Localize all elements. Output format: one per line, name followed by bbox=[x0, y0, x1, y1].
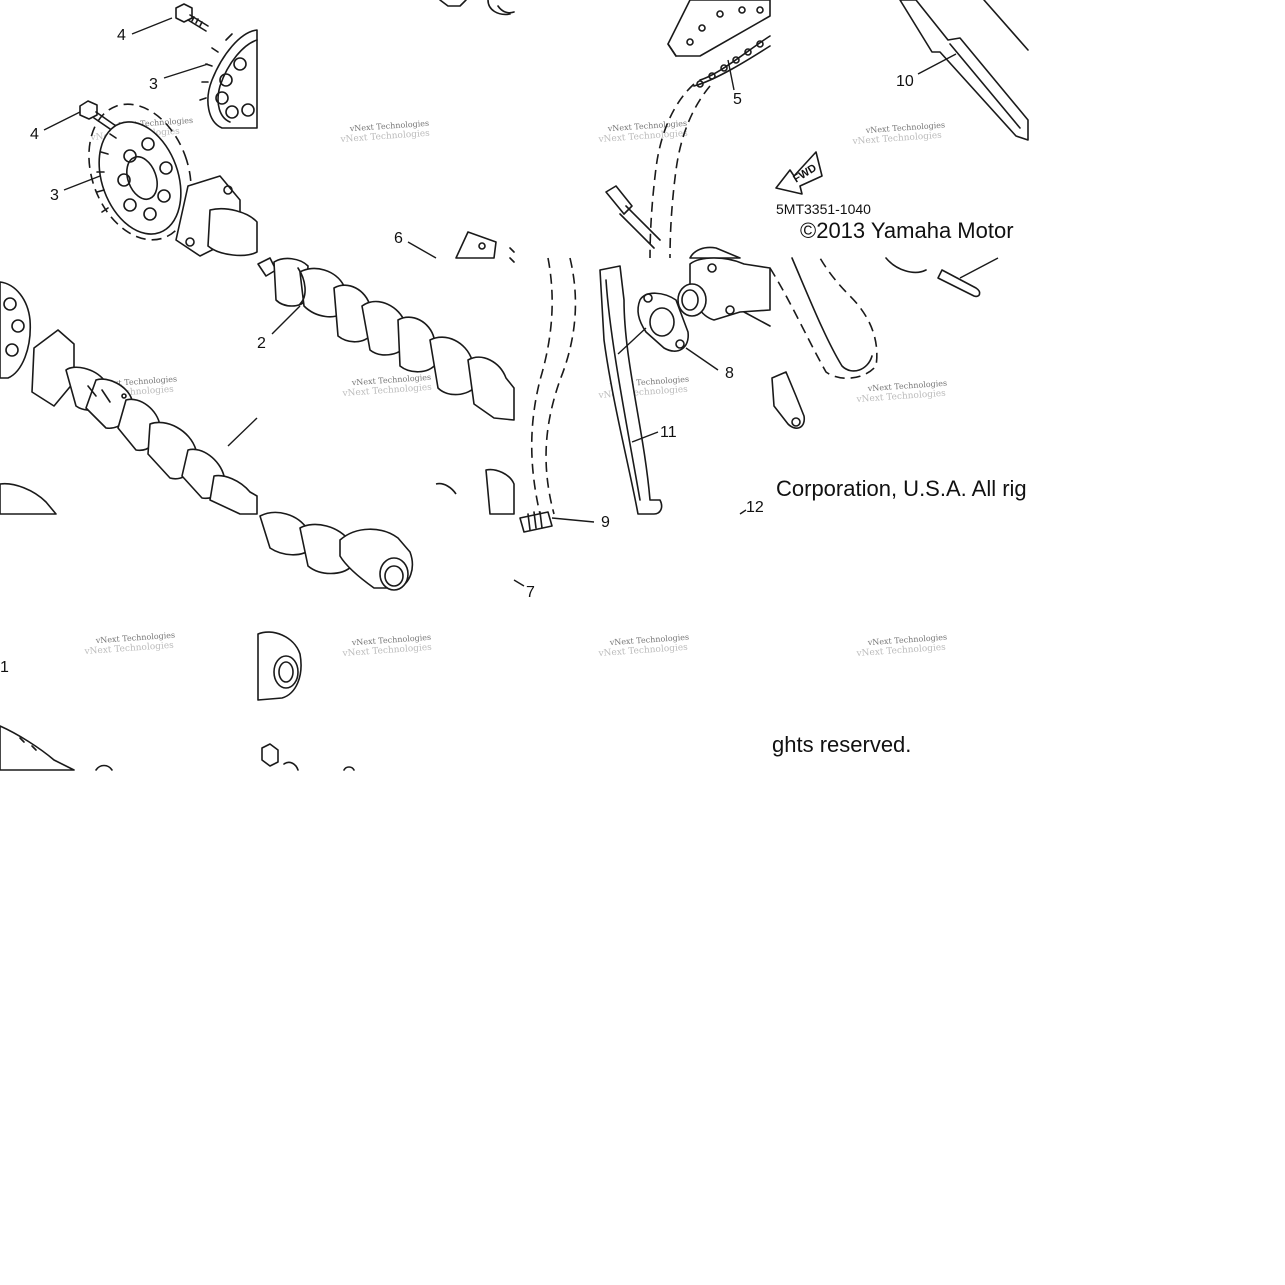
tile-lower-center-right bbox=[513, 579, 525, 587]
watermark: vNext Technologies vNext Technologies bbox=[83, 631, 175, 657]
watermark: vNext Technologies vNext Technologies bbox=[855, 379, 947, 405]
chain-tensioner-bolt bbox=[605, 185, 661, 249]
callout-8: 8 bbox=[725, 365, 734, 382]
tile-mid-right: Corporation, U.S.A. All rig bbox=[769, 257, 1027, 501]
tensioner-body-top bbox=[689, 246, 741, 259]
callout-labels: 1 2 3 3 4 4 5 6 7 8 9 10 11 12 bbox=[0, 27, 914, 676]
watermark: vNext Technologies vNext Technologies bbox=[855, 633, 947, 659]
tile-top-left bbox=[79, 3, 258, 257]
diagram-code: 5MT3351-1040 bbox=[776, 201, 871, 217]
bracket-6 bbox=[407, 231, 515, 263]
sprocket-lower bbox=[88, 103, 192, 241]
callout-11: 11 bbox=[660, 424, 677, 441]
callout-2: 2 bbox=[257, 335, 266, 352]
tile-lower-left bbox=[0, 482, 57, 515]
tile-top-center-right bbox=[605, 0, 771, 259]
copyright-line-1: ©2013 Yamaha Motor bbox=[800, 218, 1014, 243]
tile-top-center-left bbox=[439, 0, 515, 16]
copyright-line-3: ghts reserved. bbox=[772, 732, 911, 757]
callout-1: 1 bbox=[0, 659, 9, 676]
watermark: vNext Technologies vNext Technologies bbox=[341, 633, 432, 659]
cam-chain bbox=[649, 0, 771, 259]
callout-7: 7 bbox=[526, 584, 535, 601]
camshaft-exhaust bbox=[31, 329, 258, 515]
callout-3-upper: 3 bbox=[149, 76, 158, 93]
camshaft-intake bbox=[257, 257, 515, 515]
tile-mid-center-left bbox=[257, 231, 515, 515]
dowel-pin bbox=[937, 257, 999, 298]
callout-4-upper: 4 bbox=[117, 27, 126, 44]
stud-9 bbox=[519, 511, 595, 533]
tile-bottom-right: ghts reserved. bbox=[772, 732, 911, 757]
leader-lines bbox=[43, 17, 957, 191]
chain-guide-upper bbox=[899, 0, 1029, 141]
tile-mid-left bbox=[0, 281, 258, 515]
watermark: vNext Technologies vNext Technologies bbox=[851, 120, 945, 147]
chain-guide-11 bbox=[599, 265, 663, 515]
callout-3-lower: 3 bbox=[50, 187, 59, 204]
sprocket-upper bbox=[199, 29, 258, 129]
tile-mid-center-right bbox=[519, 257, 771, 533]
watermark: vNext Technologies vNext Technologies bbox=[341, 373, 432, 399]
svg-text:vNext Technologies: vNext Technologies bbox=[851, 131, 942, 147]
watermark: vNext Technologies vNext Technologies bbox=[339, 119, 430, 145]
bolt-lower bbox=[79, 100, 117, 132]
callout-5: 5 bbox=[733, 91, 742, 108]
chain-guide-lower bbox=[771, 371, 806, 429]
callout-10: 10 bbox=[896, 73, 914, 90]
callout-12: 12 bbox=[746, 499, 764, 516]
chain-tensioner bbox=[677, 257, 771, 327]
callout-9: 9 bbox=[601, 514, 610, 531]
tile-top-right: FWD 5MT3351-1040 ©2013 Yamaha Motor bbox=[775, 0, 1029, 298]
watermark: vNext Technologies vNext Technologies bbox=[597, 633, 689, 659]
tile-bottom-left bbox=[0, 725, 113, 771]
tile-bottom-center-left bbox=[257, 631, 355, 771]
bolt-upper bbox=[175, 3, 209, 32]
camshaft-flange-upper bbox=[175, 175, 258, 257]
callout-6: 6 bbox=[394, 230, 403, 247]
sprocket-edge bbox=[0, 281, 32, 379]
copyright-line-2: Corporation, U.S.A. All rig bbox=[776, 476, 1027, 501]
watermark: vNext Technologies vNext Technologies bbox=[597, 119, 688, 145]
tile-lower-center-left bbox=[259, 511, 414, 591]
gasket-8 bbox=[617, 292, 719, 371]
fwd-arrow-icon: FWD bbox=[775, 151, 823, 195]
callout-4-lower: 4 bbox=[30, 126, 39, 143]
